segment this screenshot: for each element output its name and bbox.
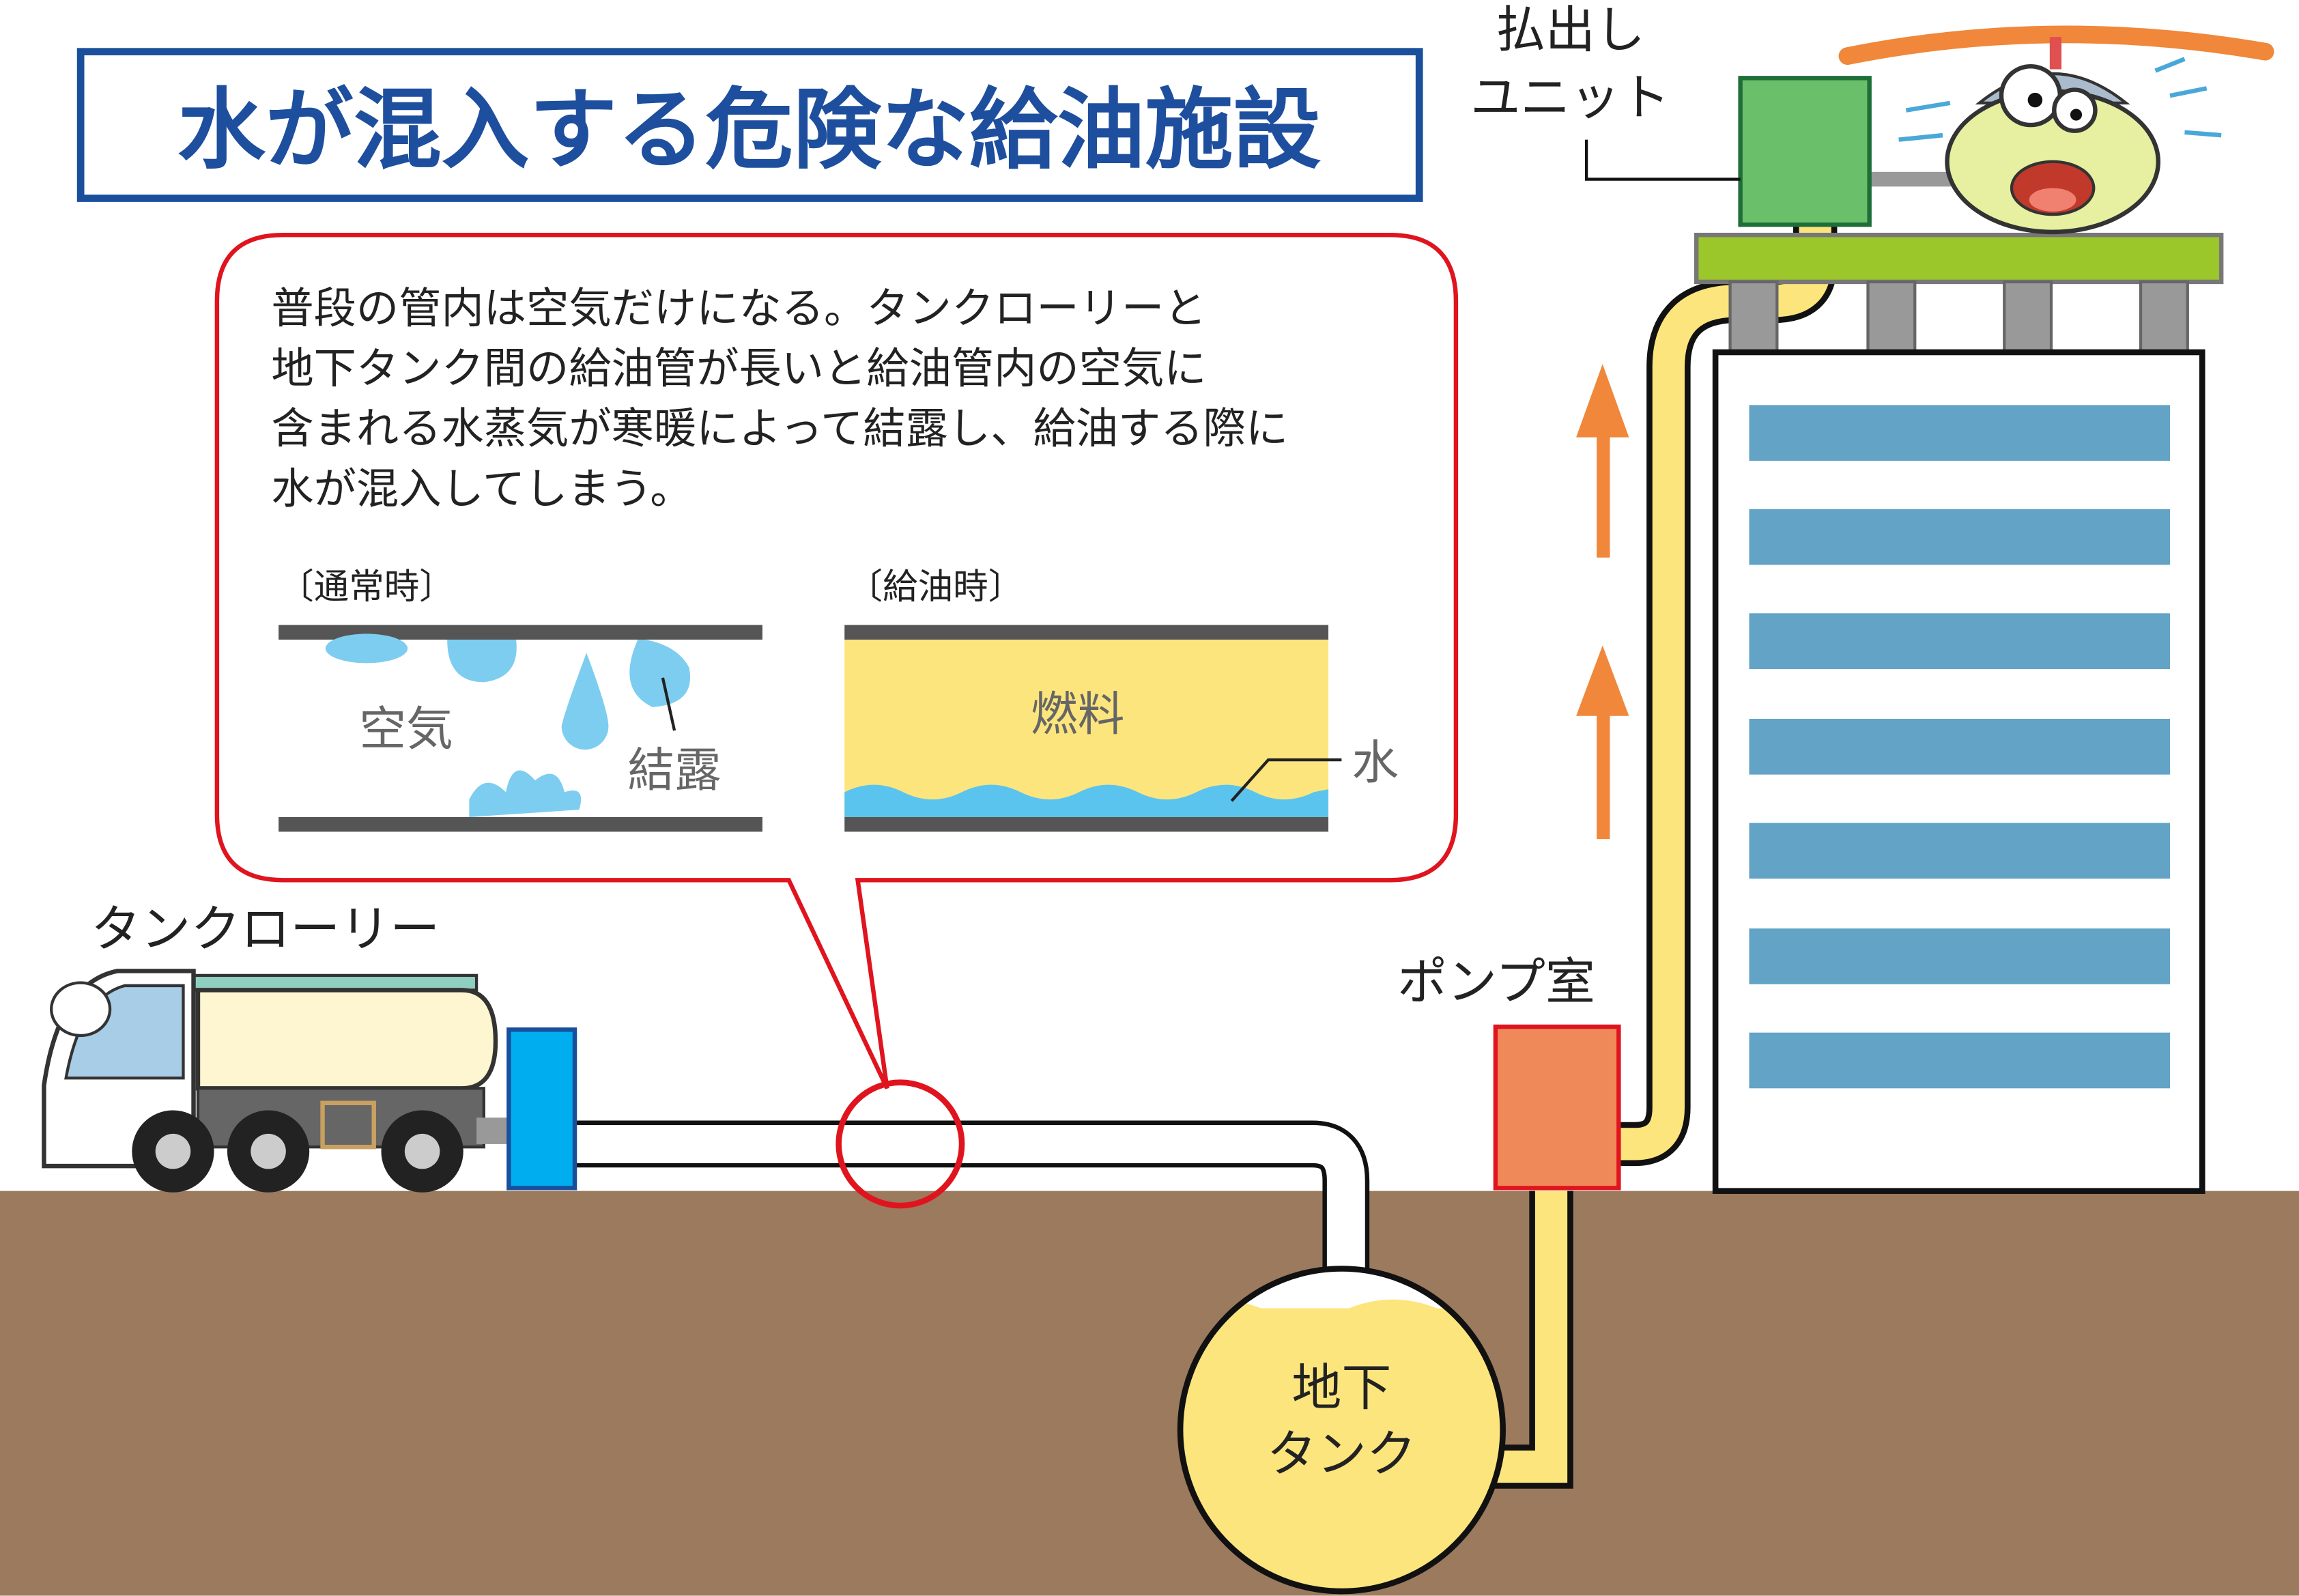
- tank-lorry-icon: [42, 969, 509, 1193]
- callout-line-3: 含まれる水蒸気が寒暖によって結露し、給油する際に: [271, 403, 1288, 453]
- title-box: 水が混入する危険な給油施設: [76, 48, 1423, 202]
- surprised-character-icon: [1838, 25, 2274, 235]
- tank-label-2: タンク: [1267, 1425, 1416, 1483]
- fueling-state-pipe: 〔給油時〕 燃料 水: [844, 567, 1399, 832]
- dispense-unit-label-1: 払出し: [1496, 1, 1645, 59]
- droplet-icons: [325, 633, 691, 817]
- pump-room-label: ポンプ室: [1397, 953, 1595, 1011]
- upward-arrow-icons: [1576, 364, 1629, 840]
- tank-label-1: 地下: [1291, 1359, 1391, 1417]
- highlight-circle: [836, 1079, 965, 1209]
- dispensing-unit: [1738, 76, 1872, 227]
- condensation-label: 結露: [627, 743, 721, 798]
- pump-room: [1493, 1024, 1621, 1191]
- supply-pipe: [575, 1120, 1370, 1279]
- fueling-heading: 〔給油時〕: [848, 567, 1024, 608]
- dispense-unit-label-2: ユニット: [1470, 69, 1670, 127]
- fuel-label: 燃料: [1031, 687, 1124, 742]
- callout-line-4: 水が混入してしまう。: [271, 464, 692, 513]
- normal-state-pipe: 〔通常時〕 空気 結露: [279, 567, 762, 832]
- page-title: 水が混入する危険な給油施設: [177, 79, 1321, 182]
- tank-lorry-label: タンクローリー: [91, 900, 440, 958]
- air-label: 空気: [359, 702, 453, 757]
- callout: 普段の管内は空気だけになる。タンクローリーと 地下タンク間の給油管が長いと給油管…: [214, 232, 1459, 1089]
- fuel-pipe: [1481, 220, 1838, 1489]
- ground: [0, 1191, 2299, 1596]
- normal-heading: 〔通常時〕: [279, 567, 455, 608]
- connection-box: [506, 1027, 577, 1191]
- callout-line-2: 地下タンク間の給油管が長いと給油管内の空気に: [271, 343, 1206, 393]
- water-label: 水: [1352, 736, 1399, 790]
- callout-line-1: 普段の管内は空気だけになる。タンクローリーと: [271, 283, 1206, 333]
- building: [1694, 232, 2224, 1194]
